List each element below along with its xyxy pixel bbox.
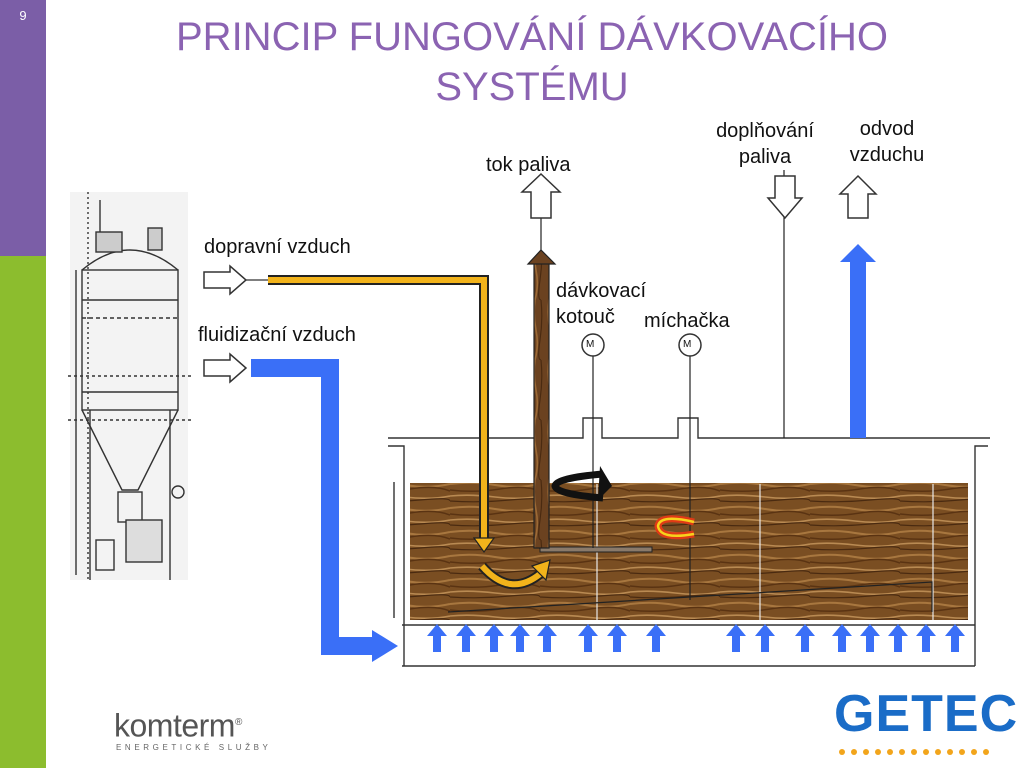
label-fuel-flow: tok paliva: [486, 154, 571, 176]
komterm-logo-subtitle: ENERGETICKÉ SLUŽBY: [116, 742, 272, 752]
fuel-pickup-path: [479, 563, 542, 588]
label-dosing-disc-line1: dávkovací: [556, 280, 647, 302]
air-up-arrow: [427, 624, 447, 652]
air-outlet-arrow-body: [850, 262, 866, 438]
air-up-arrow: [916, 624, 936, 652]
label-fuel-refill-line1: doplňování: [716, 120, 814, 142]
fuel-refill-arrow: [766, 175, 804, 220]
air-up-arrow: [537, 624, 557, 652]
label-dosing-disc-line2: kotouč: [556, 306, 615, 328]
label-air-outlet: odvod vzduchu: [832, 116, 942, 168]
air-up-arrow: [646, 624, 666, 652]
side-band-green: [0, 256, 46, 768]
transport-air-inlet-arrow: [203, 264, 248, 296]
komterm-registered-mark: ®: [234, 717, 242, 728]
label-mixer: míchačka: [644, 310, 730, 332]
air-up-arrow: [945, 624, 965, 652]
label-fuel-refill-line2: paliva: [738, 146, 792, 168]
fuel-flow-arrowhead: [526, 249, 557, 265]
label-fuel-refill: doplňování paliva: [700, 118, 830, 170]
rotation-arrow-icon: [551, 470, 604, 502]
fluidization-air-inlet-arrow: [203, 352, 248, 384]
title-line-1: PRINCIP FUNGOVÁNÍ DÁVKOVACÍHO: [176, 15, 888, 59]
dosing-vessel: [388, 417, 990, 667]
fluidization-up-arrows: [427, 624, 965, 652]
komterm-logo-text: komterm: [114, 707, 235, 744]
air-up-arrow: [795, 624, 815, 652]
side-band-purple: [0, 0, 46, 256]
getec-logo: GETEC: [834, 685, 1019, 743]
air-up-arrow: [726, 624, 746, 652]
transport-air-path: [268, 277, 487, 546]
bed-slope-line: [447, 581, 933, 613]
fuel-bed: [410, 483, 968, 620]
air-up-arrow: [607, 624, 627, 652]
air-up-arrow: [888, 624, 908, 652]
air-outlet-top-arrow: [838, 174, 878, 219]
fluidization-air-path: [251, 359, 375, 655]
dosing-disc-icon: [539, 546, 653, 553]
air-up-arrow: [755, 624, 775, 652]
air-outlet-arrowhead: [840, 244, 876, 262]
motor-label-1: M: [586, 339, 595, 350]
label-fluidization-air: fluidizační vzduch: [198, 324, 356, 346]
slide-title: PRINCIP FUNGOVÁNÍ DÁVKOVACÍHO SYSTÉMU: [60, 12, 1004, 112]
air-up-arrow: [484, 624, 504, 652]
fuel-riser-tube: [533, 261, 550, 549]
getec-logo-dots: [839, 749, 989, 755]
air-up-arrow: [456, 624, 476, 652]
air-up-arrow: [860, 624, 880, 652]
label-transport-air: dopravní vzduch: [204, 236, 351, 258]
label-dosing-disc: dávkovací kotouč: [556, 278, 646, 330]
motor-icon: [678, 333, 702, 357]
slide-number: 9: [19, 8, 27, 23]
motor-icon: [581, 333, 605, 357]
title-line-2: SYSTÉMU: [435, 65, 629, 109]
label-air-outlet-line1: odvod: [859, 118, 915, 140]
air-up-arrow: [510, 624, 530, 652]
air-up-arrow: [832, 624, 852, 652]
komterm-logo: komterm® ENERGETICKÉ SLUŽBY: [114, 706, 272, 752]
air-up-arrow: [578, 624, 598, 652]
silo-illustration: [68, 192, 192, 580]
label-air-outlet-line2: vzduchu: [849, 144, 925, 166]
fuel-flow-out-arrow: [520, 172, 562, 219]
motor-label-2: M: [683, 339, 692, 350]
